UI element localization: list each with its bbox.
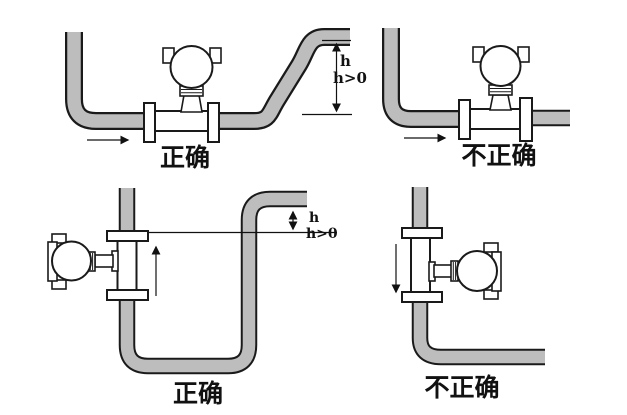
sensor-ear-top bbox=[51, 233, 67, 244]
sensor-ear-top bbox=[483, 242, 499, 253]
sensor-head-icon bbox=[169, 45, 214, 89]
sensor-head-icon bbox=[456, 250, 498, 292]
flange-left bbox=[458, 99, 471, 140]
inlet-pipe bbox=[65, 32, 150, 130]
outlet-riser-pipe bbox=[213, 28, 350, 130]
turbine-flowmeter bbox=[47, 230, 149, 301]
turbine-flowmeter bbox=[143, 45, 222, 143]
flange-bottom bbox=[106, 289, 149, 301]
verdict-label-incorrect: 不正确 bbox=[424, 373, 499, 402]
inlet-pipe bbox=[382, 28, 466, 128]
height-dimension: h h>0 bbox=[148, 210, 338, 242]
flange-bottom bbox=[401, 291, 443, 303]
flange-left bbox=[143, 102, 156, 143]
diagram-top-right-incorrect: 不正确 bbox=[382, 28, 570, 170]
verdict-label-incorrect: 不正确 bbox=[461, 141, 536, 170]
dim-label-h: h bbox=[309, 210, 319, 226]
diagram-bottom-right-incorrect: 不正确 bbox=[391, 187, 545, 402]
flange-top bbox=[106, 230, 149, 242]
u-loop-pipe bbox=[118, 190, 307, 375]
dim-label-h-gt-0: h>0 bbox=[333, 69, 367, 87]
sensor-head-icon bbox=[51, 240, 92, 282]
outlet-pipe-elbow bbox=[411, 297, 545, 366]
sensor-stem bbox=[180, 94, 203, 113]
flange-top bbox=[401, 227, 443, 239]
sensor-head-icon bbox=[479, 45, 522, 87]
sensor-stem bbox=[433, 264, 453, 278]
flowmeter-body bbox=[468, 108, 522, 130]
flange-right bbox=[519, 97, 533, 142]
verdict-label-correct: 正确 bbox=[173, 379, 223, 408]
flowmeter-body bbox=[116, 239, 138, 292]
sensor-stem bbox=[94, 254, 114, 268]
flowmeter-body bbox=[410, 237, 431, 293]
diagram-top-left-correct: h h>0 正确 bbox=[65, 28, 367, 172]
height-dimension: h h>0 bbox=[302, 39, 367, 116]
turbine-flowmeter bbox=[401, 227, 502, 303]
sensor-ear-bottom bbox=[483, 289, 499, 300]
turbine-flowmeter bbox=[458, 45, 533, 142]
diagram-bottom-left-correct: h h>0 正确 bbox=[47, 188, 338, 408]
flange-right bbox=[207, 102, 220, 143]
sensor-ear-bottom bbox=[51, 279, 67, 290]
flowmeter-body bbox=[153, 110, 210, 132]
dim-label-h: h bbox=[340, 52, 351, 70]
verdict-label-correct: 正确 bbox=[160, 143, 210, 172]
dim-label-h-gt-0: h>0 bbox=[306, 226, 338, 242]
sensor-stem bbox=[489, 94, 512, 111]
